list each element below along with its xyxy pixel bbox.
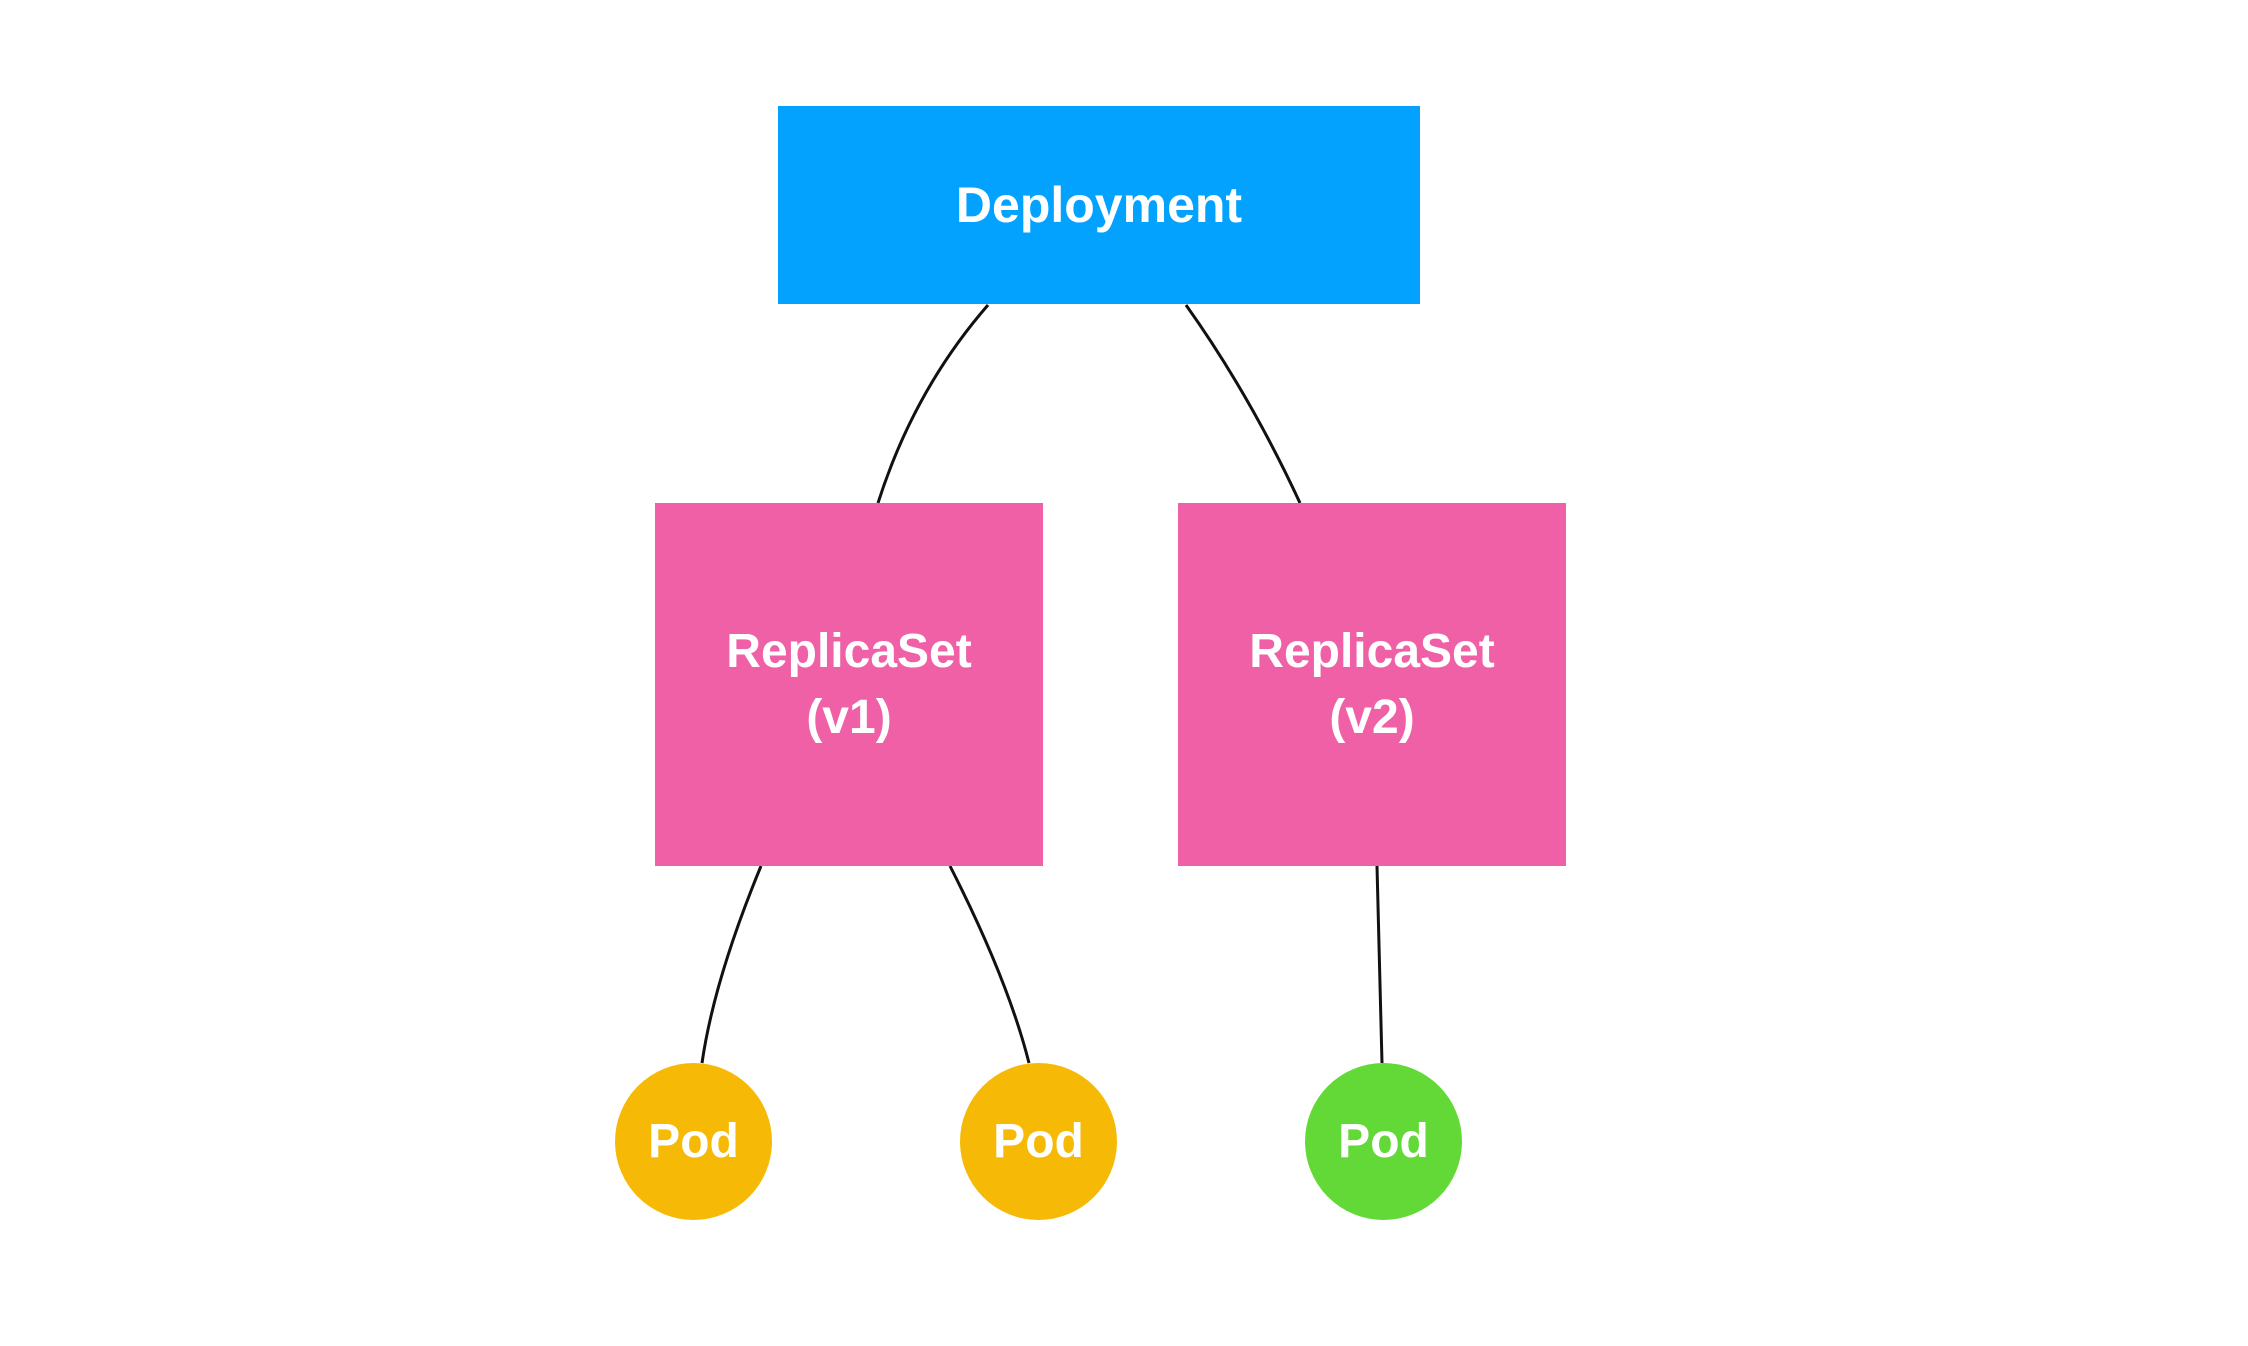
pod-v1-node: Pod bbox=[960, 1063, 1117, 1220]
pod-v2-node: Pod bbox=[1305, 1063, 1462, 1220]
deployment-label: Deployment bbox=[955, 177, 1243, 233]
replicaset-v2-version: (v2) bbox=[1329, 690, 1415, 744]
replicaset-v2-name: ReplicaSet bbox=[1249, 624, 1495, 678]
replicaset-v1-node: ReplicaSet (v1) bbox=[655, 503, 1043, 866]
pod-label: Pod bbox=[993, 1115, 1084, 1168]
edge-replicaset-v1-to-pod-1 bbox=[700, 865, 763, 1064]
edge-deployment-to-replicaset-v1 bbox=[876, 304, 990, 504]
edge-replicaset-v1-to-pod-2 bbox=[948, 865, 1031, 1064]
replicaset-v1-name: ReplicaSet bbox=[726, 624, 972, 678]
deployment-node: Deployment bbox=[778, 106, 1420, 304]
pod-label: Pod bbox=[1338, 1115, 1429, 1168]
replicaset-v2-node: ReplicaSet (v2) bbox=[1178, 503, 1566, 866]
pod-v1-node: Pod bbox=[615, 1063, 772, 1220]
pod-label: Pod bbox=[648, 1115, 739, 1168]
replicaset-v1-version: (v1) bbox=[806, 690, 892, 744]
edge-deployment-to-replicaset-v2 bbox=[1184, 304, 1302, 504]
edge-replicaset-v2-to-pod-3 bbox=[1375, 865, 1384, 1064]
